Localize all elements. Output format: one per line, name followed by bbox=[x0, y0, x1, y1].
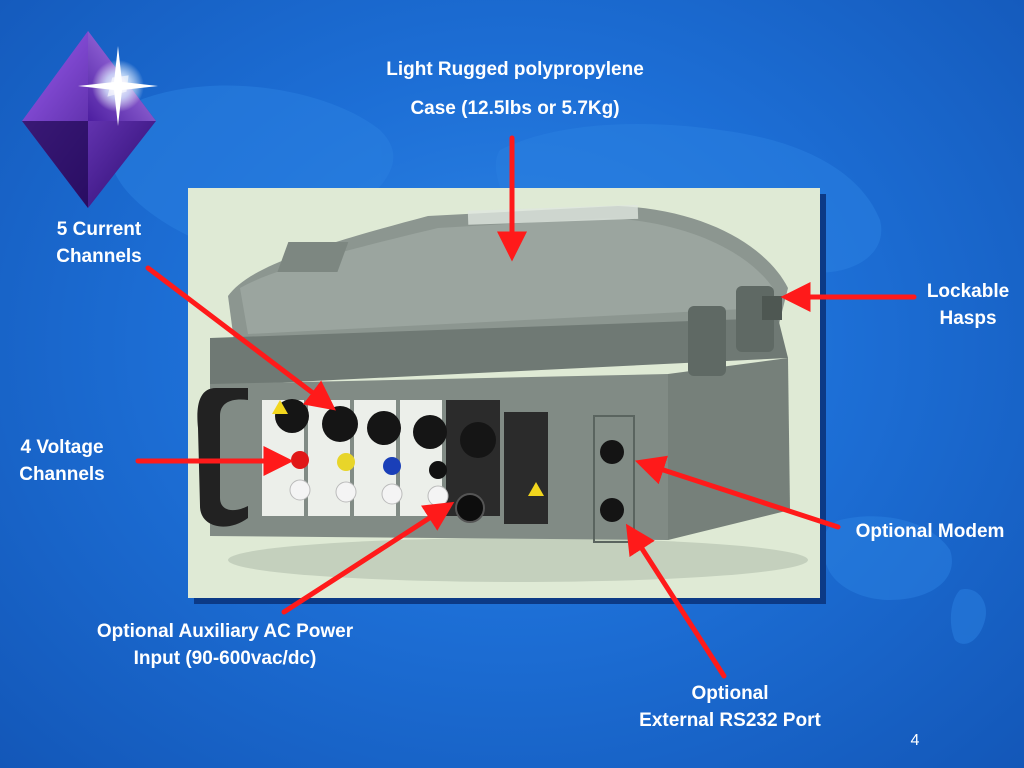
diamond-star-logo-icon bbox=[22, 31, 158, 208]
aux-power-line2: Input (90-600vac/dc) bbox=[133, 648, 317, 669]
rs232-callout: Optional External RS232 Port bbox=[610, 680, 850, 734]
lockable-hasps-callout: Lockable Hasps bbox=[912, 278, 1024, 332]
rs232-line2: External RS232 Port bbox=[639, 710, 821, 731]
aux-power-line1: Optional Auxiliary AC Power bbox=[96, 621, 354, 642]
lockable-hasps-line1: Lockable bbox=[926, 281, 1010, 302]
page-number: 4 bbox=[910, 732, 920, 749]
current-channels-line1: 5 Current bbox=[56, 219, 142, 240]
lockable-hasps-line2: Hasps bbox=[939, 308, 997, 329]
case-callout-line2: Case (12.5lbs or 5.7Kg) bbox=[410, 98, 620, 119]
rs232-line1: Optional bbox=[691, 683, 769, 704]
device-illustration bbox=[197, 204, 808, 582]
optional-modem-line1: Optional Modem bbox=[855, 521, 1005, 542]
current-channels-callout: 5 Current Channels bbox=[24, 216, 174, 270]
device-photo bbox=[188, 188, 820, 598]
optional-modem-callout: Optional Modem bbox=[836, 518, 1024, 545]
aux-power-callout: Optional Auxiliary AC Power Input (90-60… bbox=[50, 618, 400, 672]
voltage-channels-line1: 4 Voltage bbox=[20, 437, 104, 458]
voltage-channels-callout: 4 Voltage Channels bbox=[0, 434, 124, 488]
case-callout-line1: Light Rugged polypropylene bbox=[386, 59, 644, 80]
current-channels-line2: Channels bbox=[56, 246, 142, 267]
voltage-channels-line2: Channels bbox=[19, 464, 105, 485]
case-callout: Light Rugged polypropylene Case (12.5lbs… bbox=[330, 56, 700, 122]
